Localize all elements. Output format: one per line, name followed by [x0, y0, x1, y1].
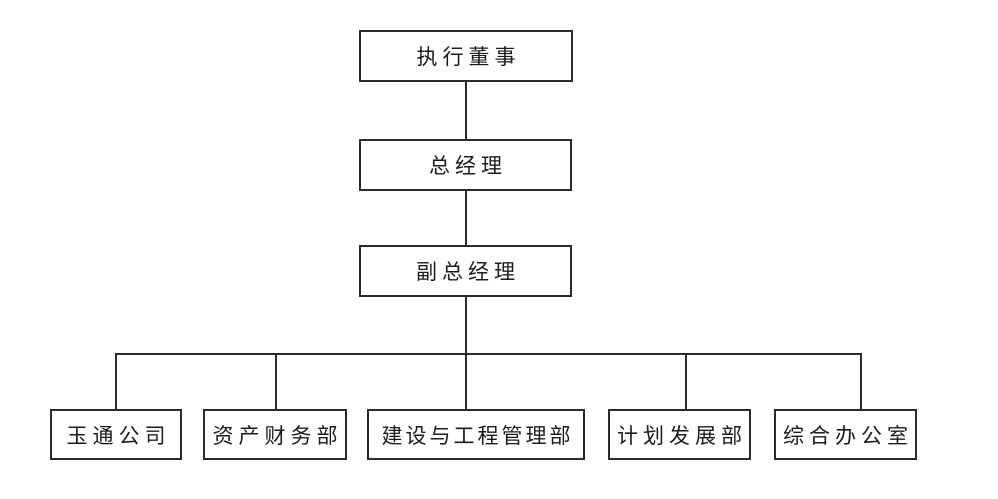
connector-drop-yutong [115, 353, 117, 409]
org-node-construction-engineering-dept: 建设与工程管理部 [367, 409, 585, 460]
org-node-asset-finance-dept: 资产财务部 [203, 409, 347, 460]
org-node-deputy-general-manager: 副总经理 [359, 245, 572, 297]
org-node-executive-director: 执行董事 [359, 30, 573, 82]
connector-horizontal-bus [116, 353, 862, 355]
connector-drop-construction [465, 353, 467, 409]
connector-drop-asset-finance [275, 353, 277, 409]
connector-gm-to-deputy-gm [465, 191, 467, 245]
org-node-general-manager: 总经理 [359, 139, 572, 191]
org-node-yutong-company: 玉通公司 [50, 409, 182, 460]
org-node-planning-development-dept: 计划发展部 [608, 409, 751, 460]
org-node-general-office: 综合办公室 [774, 409, 917, 460]
connector-deputy-gm-to-bus [465, 297, 467, 354]
connector-executive-to-gm [465, 82, 467, 139]
connector-drop-general-office [860, 353, 862, 409]
connector-drop-planning [685, 353, 687, 409]
